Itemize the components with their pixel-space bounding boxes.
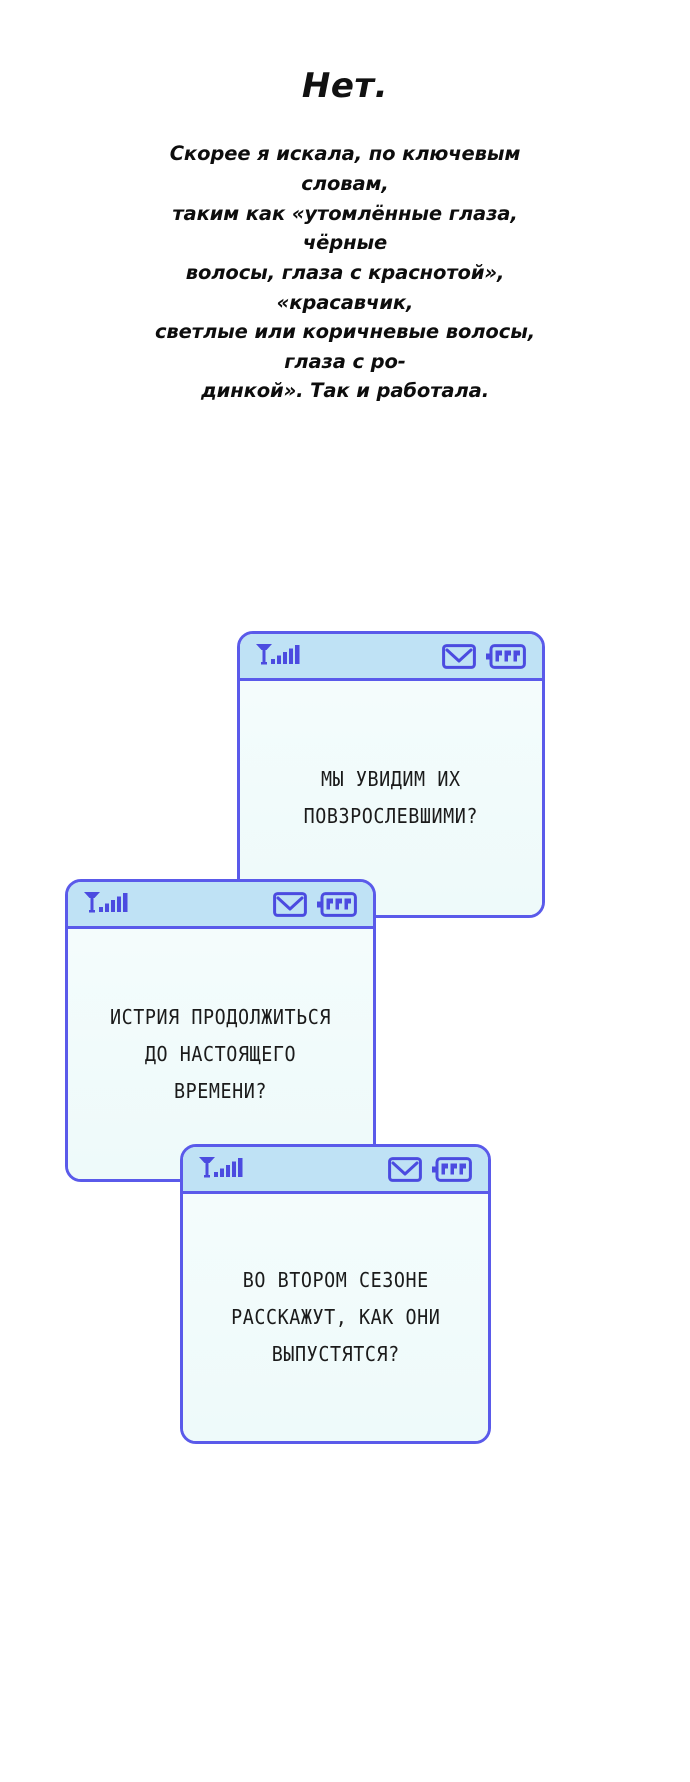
status-right-group bbox=[273, 891, 357, 917]
card-screen: МЫ УВИДИМ ИХ ПОВЗРОСЛЕВШИМИ? bbox=[240, 681, 542, 915]
status-left-group bbox=[256, 643, 302, 669]
card-message-text: ИСТРИЯ ПРОДОЛЖИТЬСЯ ДО НАСТОЯЩЕГО ВРЕМЕН… bbox=[110, 1004, 331, 1103]
card-statusbar bbox=[240, 634, 542, 681]
status-right-group bbox=[442, 643, 526, 669]
card-screen: ИСТРИЯ ПРОДОЛЖИТЬСЯ ДО НАСТОЯЩЕГО ВРЕМЕН… bbox=[68, 929, 373, 1179]
envelope-icon bbox=[388, 1156, 422, 1182]
signal-bars-icon bbox=[84, 891, 130, 917]
status-left-group bbox=[84, 891, 130, 917]
narration-title: Нет. bbox=[301, 66, 389, 106]
signal-bars-icon bbox=[256, 643, 302, 669]
narration-block: Нет. Скорее я искала, по ключевым словам… bbox=[0, 0, 690, 406]
battery-icon bbox=[431, 1156, 472, 1182]
card-statusbar bbox=[183, 1147, 488, 1194]
status-left-group bbox=[199, 1156, 245, 1182]
battery-icon bbox=[316, 891, 357, 917]
envelope-icon bbox=[442, 643, 476, 669]
card-message-text: ВО ВТОРОМ СЕЗОНЕ РАССКАЖУТ, КАК ОНИ ВЫПУ… bbox=[230, 1268, 441, 1366]
message-card-3: ВО ВТОРОМ СЕЗОНЕ РАССКАЖУТ, КАК ОНИ ВЫПУ… bbox=[180, 1144, 491, 1444]
status-right-group bbox=[388, 1156, 472, 1182]
envelope-icon bbox=[273, 891, 307, 917]
card-statusbar bbox=[68, 882, 373, 929]
signal-bars-icon bbox=[199, 1156, 245, 1182]
message-card-1: МЫ УВИДИМ ИХ ПОВЗРОСЛЕВШИМИ? bbox=[237, 631, 545, 918]
card-screen: ВО ВТОРОМ СЕЗОНЕ РАССКАЖУТ, КАК ОНИ ВЫПУ… bbox=[183, 1194, 488, 1441]
message-card-2: ИСТРИЯ ПРОДОЛЖИТЬСЯ ДО НАСТОЯЩЕГО ВРЕМЕН… bbox=[65, 879, 376, 1182]
battery-icon bbox=[485, 643, 526, 669]
narration-body: Скорее я искала, по ключевым словам, так… bbox=[154, 142, 536, 403]
card-message-text: МЫ УВИДИМ ИХ ПОВЗРОСЛЕВШИМИ? bbox=[303, 767, 479, 828]
